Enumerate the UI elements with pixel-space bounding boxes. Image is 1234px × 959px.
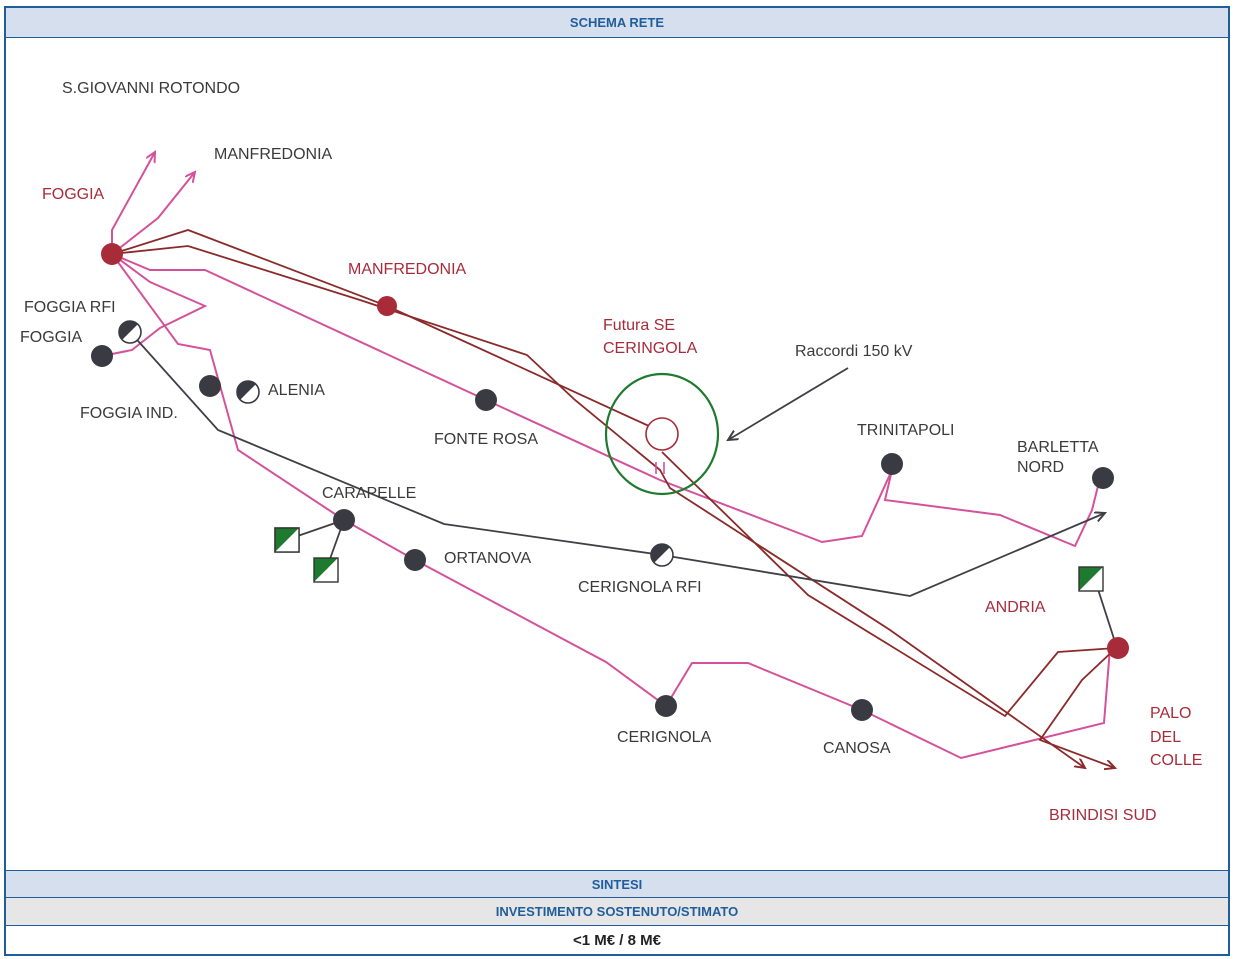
label-trinitapoli: TRINITAPOLI (857, 422, 955, 439)
gray-lines (129, 331, 1117, 646)
line-barletta (883, 469, 1101, 548)
label-andria: ANDRIA (985, 599, 1046, 616)
node-foggia-red (101, 243, 123, 265)
label-cerignola: CERIGNOLA (617, 729, 712, 746)
network-map: S.GIOVANNI ROTONDO MANFREDONIA FOGGIA MA… (20, 80, 1202, 824)
line-foggia-manfredonia (111, 172, 195, 255)
label-cerignola-rfi: CERIGNOLA RFI (578, 579, 702, 596)
label-manfredonia-top: MANFREDONIA (214, 146, 333, 163)
node-alenia-a (199, 375, 221, 397)
node-barletta-nord (1092, 467, 1114, 489)
label-palo-3: COLLE (1150, 752, 1202, 769)
line-foggia-fonterosa (111, 253, 893, 544)
label-fonte-rosa: FONTE ROSA (434, 431, 538, 448)
label-brindisi: BRINDISI SUD (1049, 807, 1157, 824)
investimento-value: <1 M€ / 8 M€ (6, 926, 1228, 954)
node-cerignola (655, 695, 677, 717)
label-raccordi: Raccordi 150 kV (795, 343, 913, 360)
futura-se-node (645, 417, 679, 451)
label-barletta-2: NORD (1017, 459, 1064, 476)
node-foggia (91, 345, 113, 367)
generator-andria (1078, 566, 1104, 592)
label-canosa: CANOSA (823, 740, 891, 757)
label-manfredonia-red: MANFREDONIA (348, 261, 467, 278)
label-ortanova: ORTANOVA (444, 550, 531, 567)
network-schema-panel: SCHEMA RETE (4, 6, 1230, 956)
label-alenia: ALENIA (268, 382, 325, 399)
node-ortanova (404, 549, 426, 571)
node-foggia-rfi (118, 320, 142, 344)
line-foggia-manfredonia-red (111, 229, 663, 433)
label-futura-se-2: CERINGOLA (603, 340, 698, 357)
raccordi-arrow (728, 367, 849, 440)
label-foggia-ind: FOGGIA IND. (80, 405, 178, 422)
label-foggia-red: FOGGIA (42, 186, 105, 203)
node-carapelle (333, 509, 355, 531)
generator-carapelle-1 (274, 527, 300, 553)
line-foggia-cerignola (111, 253, 1111, 760)
investimento-label: INVESTIMENTO SOSTENUTO/STIMATO (6, 898, 1228, 926)
label-palo-1: PALO (1150, 705, 1192, 722)
label-barletta-1: BARLETTA (1017, 439, 1099, 456)
node-andria-red (1107, 637, 1129, 659)
generator-carapelle-2 (313, 557, 339, 583)
pink-lines (101, 152, 1111, 760)
line-foggia-sgiovanni (111, 152, 155, 254)
line-palo (1038, 647, 1116, 768)
line-foggia-brindisi-2 (661, 451, 1117, 718)
label-futura-se-1: Futura SE (603, 317, 675, 334)
darkred-lines (111, 229, 1117, 768)
node-fonte-rosa (475, 389, 497, 411)
label-carapelle: CARAPELLE (322, 485, 416, 502)
label-foggia: FOGGIA (20, 329, 83, 346)
futura-se-ellipse (604, 372, 720, 496)
line-foggiarfi-barletta (129, 331, 1105, 597)
node-manfredonia-red (377, 296, 397, 316)
label-palo-2: DEL (1150, 729, 1181, 746)
schema-rete-header: SCHEMA RETE (6, 8, 1228, 38)
label-s-giovanni: S.GIOVANNI ROTONDO (62, 80, 240, 97)
node-canosa (851, 699, 873, 721)
node-cerignola-rfi (650, 543, 674, 567)
node-alenia-half (236, 380, 260, 404)
node-trinitapoli (881, 453, 903, 475)
line-foggia-brindisi-1 (111, 245, 1085, 768)
sintesi-header: SINTESI (6, 870, 1228, 898)
label-foggia-rfi: FOGGIA RFI (24, 299, 116, 316)
